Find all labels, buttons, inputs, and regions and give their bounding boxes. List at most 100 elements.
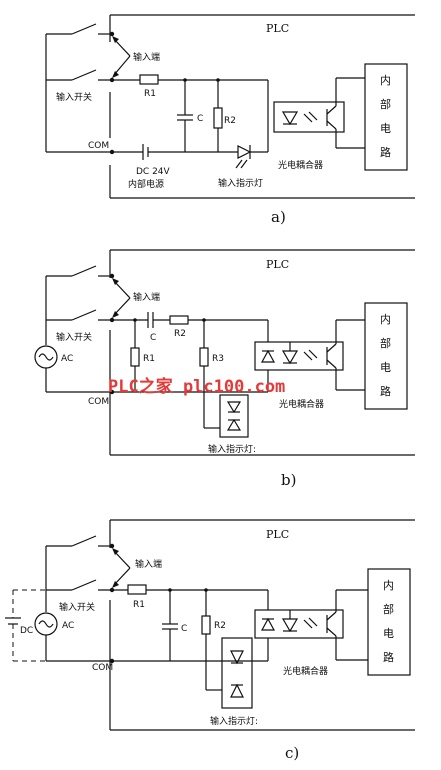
caption-c: c) [285,744,299,762]
r1-label: R1 [133,600,145,610]
optocoupler-box [254,609,344,639]
optocoupler-label: 光电耦合器 [278,159,323,171]
terminal-dot [109,389,115,395]
terminal-dot [109,317,115,323]
dc-label: DC [20,626,33,636]
r2-label: R2 [174,329,186,339]
panel-b: PLC 输入开关 输入端 AC C R2 R1 [34,249,415,489]
arrow-head [112,278,119,285]
internal-circuit-char: 内 [380,73,391,87]
indicator-led [230,650,244,665]
arrow-line [113,550,131,569]
light-arrow [308,349,318,359]
input-switch-2 [71,579,97,591]
optocoupler-label: 光电耦合器 [283,665,328,677]
arrow-head [112,548,119,555]
light-arrow [303,113,313,123]
indicator-led [230,683,244,698]
r1-label: R1 [143,354,155,364]
com-label: COM [88,397,109,407]
arrow-head [112,71,119,78]
panel-a: PLC 输入开关 输入端 R1 C R2 [45,14,415,226]
light-arrow [303,351,313,361]
internal-circuit-char: 内 [383,578,394,592]
arrow-head [112,36,119,43]
led-diode [260,617,276,631]
internal-circuit-box [367,568,411,676]
input-terminal-label: 输入端 [133,291,160,303]
ac-wave-icon [38,620,54,628]
arrow-line [113,280,131,299]
com-label: COM [88,141,109,151]
indicator-box [219,394,249,438]
arrow-head [112,311,119,318]
c-label: C [197,114,203,124]
phototransistor-collector [326,105,337,115]
optocoupler-box [254,341,344,371]
plc-label: PLC [266,22,289,35]
terminal-dot [109,77,115,83]
input-indicator-label: 输入指示灯: [210,715,258,727]
internal-circuit-char: 路 [380,146,391,159]
c-label: C [181,624,187,634]
resistor-r2 [213,107,223,129]
resistor-r1 [139,74,159,85]
phototransistor-emitter [326,359,337,369]
arrow-line [113,567,131,586]
resistor-r1 [127,584,147,595]
internal-circuit-char: 内 [380,312,391,326]
light-arrow [308,617,318,627]
input-indicator-label: 输入指示灯 [218,177,263,189]
internal-circuit-char: 电 [383,627,394,640]
watermark: PLC之家 plc100.com [108,376,285,397]
indicator-led [226,418,242,431]
caption-a: a) [271,208,286,226]
terminal-dot [109,149,115,155]
internal-circuit-char: 路 [383,651,394,664]
com-label: COM [92,663,113,673]
light-arrow [240,159,248,169]
led-diode [260,349,276,363]
internal-circuit-char: 部 [383,602,394,616]
internal-circuit-box [364,63,408,171]
input-switch-1 [71,535,97,547]
internal-power-label: 内部电源 [128,178,164,190]
phototransistor-collector [326,611,337,621]
light-arrow [308,111,318,121]
plc-label: PLC [266,258,289,271]
internal-circuit-char: 电 [380,361,391,374]
plc-label: PLC [266,528,289,541]
input-switch-label: 输入开关 [56,331,92,343]
internal-circuit-char: 部 [380,97,391,111]
input-switch-label: 输入开关 [56,91,92,103]
arrow-line [113,38,131,57]
ac-wave-icon [38,353,54,361]
ac-label: AC [62,621,74,631]
light-arrow [235,159,243,169]
arrow-head [112,581,119,588]
ac-label: AC [61,354,73,364]
indicator-led [237,145,252,159]
panel-c: PLC 输入开关 输入端 AC DC R1 [5,519,415,762]
resistor-r3 [199,347,209,367]
led-diode [281,350,299,365]
arrow-line [113,55,131,76]
r2-label: R2 [214,621,226,631]
internal-circuit-char: 电 [380,122,391,135]
terminal-dot [109,658,115,664]
indicator-led [226,401,242,414]
resistor-r2 [201,615,211,635]
input-terminal-label: 输入端 [133,51,160,63]
internal-circuit-box [364,302,408,410]
dc24v-label: DC 24V [136,167,171,177]
input-indicator-label: 输入指示灯: [208,443,256,455]
arrow-line [113,297,131,316]
resistor-r2 [169,315,189,325]
led-diode [281,618,299,633]
terminal-dot [109,31,115,37]
led-diode [281,111,299,126]
phototransistor-emitter [326,627,337,637]
optocoupler-box [273,101,345,133]
input-switch-label: 输入开关 [59,601,95,613]
